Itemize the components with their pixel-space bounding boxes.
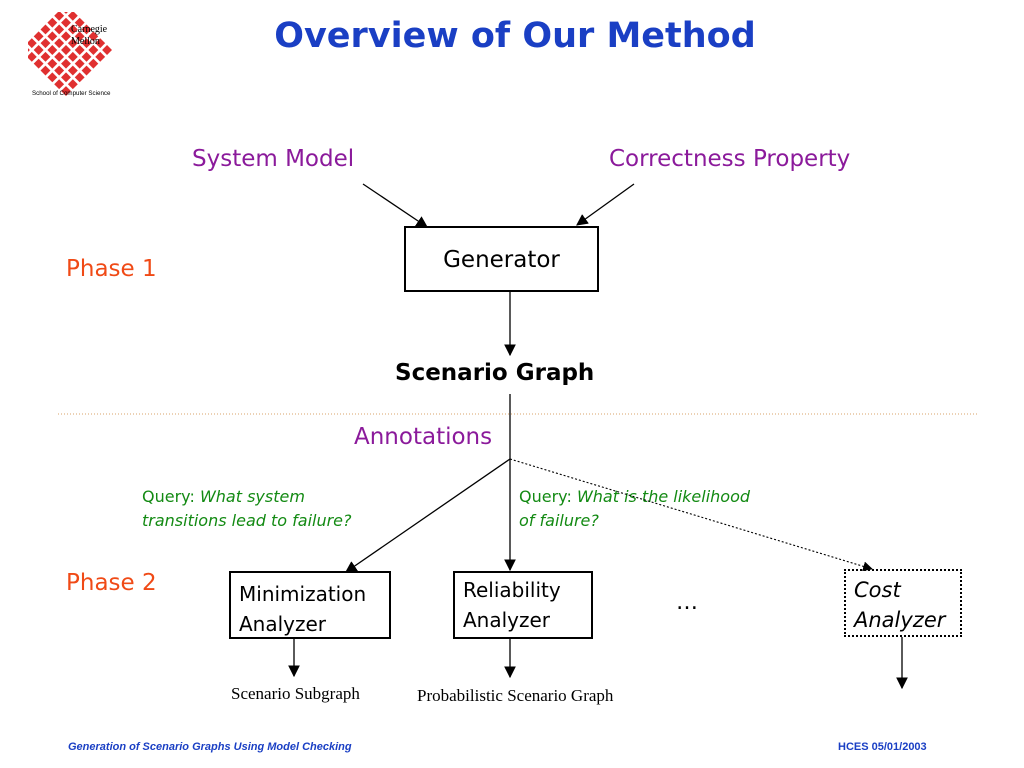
generator-box: Generator: [404, 226, 599, 292]
footer-date: HCES 05/01/2003: [838, 741, 927, 753]
logo-square: [47, 72, 58, 83]
arrow-system-model-to-generator: [362, 183, 428, 228]
minimization-line1: Minimization: [239, 582, 367, 606]
phase2-label: Phase 2: [66, 570, 157, 596]
footer-title: Generation of Scenario Graphs Using Mode…: [68, 741, 352, 753]
logo-square: [61, 31, 71, 42]
logo-square: [67, 38, 78, 49]
logo-square: [54, 51, 65, 62]
logo-square: [81, 24, 92, 35]
arrow-property-to-generator: [576, 183, 635, 226]
logo-square: [95, 51, 106, 62]
minimization-analyzer-box: Minimization Analyzer: [229, 571, 391, 639]
annotations-label: Annotations: [354, 424, 493, 450]
logo-square: [67, 65, 78, 76]
logo-square: [67, 79, 78, 90]
logo-square: [74, 58, 85, 69]
logo-square: [74, 45, 85, 55]
logo-square: [88, 45, 99, 55]
logo-square: [54, 24, 65, 35]
logo-square: [33, 45, 44, 55]
logo-square: [81, 65, 92, 76]
logo-square: [47, 17, 58, 28]
query2-line1: What is the likelihood: [576, 487, 751, 506]
cmu-grid-logo-icon: Carnegie Mellon School of Computer Scien…: [20, 4, 112, 97]
query-failure-transitions: Query: What system transitions lead to f…: [142, 485, 352, 533]
system-model-label: System Model: [192, 146, 355, 172]
logo-square: [61, 17, 71, 28]
logo-square: [54, 65, 65, 76]
more-analyzers-ellipsis: …: [676, 590, 698, 615]
logo-line1: Carnegie: [71, 24, 108, 35]
logo-caption: School of Computer Science: [32, 90, 111, 97]
logo-square: [81, 38, 92, 49]
logo-square: [88, 58, 99, 69]
logo-square: [47, 31, 58, 42]
logo-square: [74, 72, 85, 83]
scenario-subgraph-output: Scenario Subgraph: [231, 684, 360, 703]
logo-square: [61, 4, 71, 14]
query2-prefix: Query:: [519, 487, 577, 506]
logo-square: [61, 72, 71, 83]
cmu-logo: Carnegie Mellon School of Computer Scien…: [20, 4, 128, 102]
cost-line2: Analyzer: [854, 608, 946, 632]
logo-square: [67, 10, 78, 21]
query2-line2: of failure?: [519, 511, 599, 530]
query1-line1: What system: [199, 487, 305, 506]
arrow-to-minimization: [345, 458, 511, 573]
logo-square: [26, 38, 37, 49]
reliability-line2: Analyzer: [463, 608, 551, 632]
query1-line2: transitions lead to failure?: [142, 511, 352, 530]
logo-square: [67, 51, 78, 62]
logo-line2: Mellon: [71, 36, 100, 47]
scenario-graph-label: Scenario Graph: [395, 360, 595, 386]
logo-square: [47, 45, 58, 55]
logo-square: [26, 51, 37, 62]
logo-square: [54, 10, 65, 21]
probabilistic-scenario-graph-output: Probabilistic Scenario Graph: [417, 686, 614, 705]
slide-title: Overview of Our Method: [274, 16, 756, 56]
reliability-analyzer-box: Reliability Analyzer: [453, 571, 593, 639]
logo-square: [67, 24, 78, 35]
minimization-line2: Analyzer: [239, 612, 327, 636]
logo-square: [40, 24, 51, 35]
correctness-property-label: Correctness Property: [609, 146, 851, 172]
phase1-label: Phase 1: [66, 256, 157, 282]
logo-square: [54, 79, 65, 90]
logo-square: [40, 65, 51, 76]
cost-line1: Cost: [854, 578, 901, 602]
logo-square: [61, 58, 71, 69]
query1-prefix: Query:: [142, 487, 200, 506]
logo-square: [40, 38, 51, 49]
logo-square: [47, 58, 58, 69]
logo-square: [33, 31, 44, 42]
logo-square: [54, 38, 65, 49]
query-failure-likelihood: Query: What is the likelihood of failure…: [519, 485, 750, 533]
reliability-line1: Reliability: [463, 578, 561, 602]
logo-square: [81, 51, 92, 62]
logo-square: [102, 45, 112, 55]
cost-analyzer-box: Cost Analyzer: [844, 569, 962, 637]
logo-square: [33, 58, 44, 69]
logo-square: [61, 45, 71, 55]
logo-square: [40, 51, 51, 62]
logo-square: [20, 45, 30, 55]
